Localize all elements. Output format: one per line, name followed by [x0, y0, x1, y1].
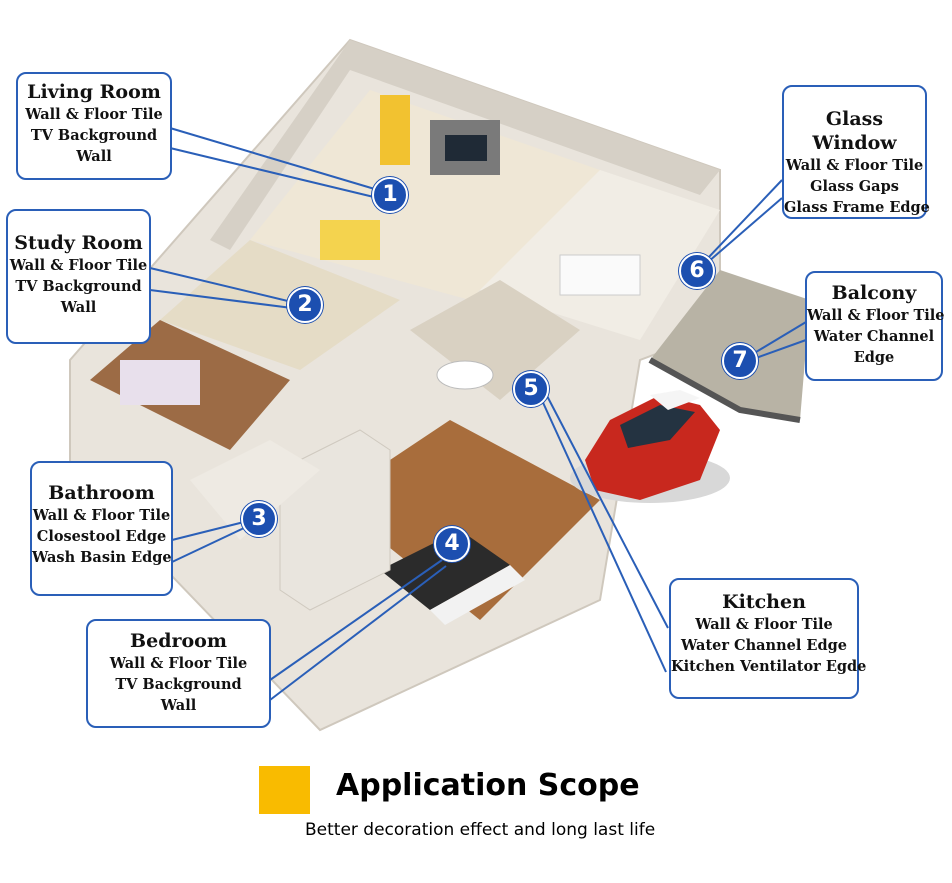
kids-bed [120, 360, 200, 405]
leader-lines [149, 127, 807, 701]
bedroom-bed [380, 530, 510, 610]
callout-line: Water Channel Edge [681, 637, 847, 654]
application-scope-subtitle: Better decoration effect and long last l… [305, 820, 656, 840]
tv [445, 135, 487, 161]
callout-title: Glass Window [812, 108, 897, 154]
callout-line: TV Background [115, 676, 242, 693]
bedroom-bed-sheet [430, 565, 525, 625]
application-scope-title: Application Scope [336, 768, 640, 803]
marker-1[interactable]: 1 [372, 177, 408, 213]
bathroom-floor [410, 280, 580, 400]
bathtub [436, 360, 494, 390]
callout-bathroom: Bathroom Wall & Floor Tile Closestool Ed… [30, 461, 173, 596]
callout-title: Study Room [14, 232, 143, 254]
callout-line: Wall [76, 148, 112, 165]
callout-line: Wall & Floor Tile [32, 507, 171, 524]
callout-glass-window: Glass Window Wall & Floor Tile Glass Gap… [782, 85, 930, 219]
callout-line: Wall & Floor Tile [785, 157, 924, 174]
study-room-floor [160, 240, 400, 370]
dining-table [559, 254, 641, 296]
callout-study-room: Study Room Wall & Floor Tile TV Backgrou… [6, 209, 151, 344]
callout-line: Glass Gaps [810, 178, 899, 195]
callout-line: Wall & Floor Tile [109, 655, 248, 672]
callout-living-room: Living Room Wall & Floor Tile TV Backgro… [16, 72, 172, 180]
marker-4[interactable]: 4 [434, 526, 470, 562]
callout-title: Bathroom [48, 482, 155, 504]
callout-line: Edge [853, 349, 895, 366]
yellow-shelf [380, 95, 410, 165]
marker-3[interactable]: 3 [241, 501, 277, 537]
callout-balcony: Balcony Wall & Floor Tile Water Channel … [805, 271, 945, 381]
marker-7[interactable]: 7 [722, 343, 758, 379]
callout-line: Water Channel [813, 328, 935, 345]
callout-kitchen: Kitchen Wall & Floor Tile Water Channel … [669, 578, 867, 699]
callout-line: TV Background [30, 127, 158, 144]
callout-line: Kitchen Ventilator Egde [671, 658, 867, 675]
callout-line: Wall [160, 697, 197, 714]
floor-plan-illustration [69, 38, 810, 732]
callout-line: Wall & Floor Tile [807, 307, 945, 324]
callout-bedroom: Bedroom Wall & Floor Tile TV Background … [86, 619, 271, 728]
callout-line: Wall & Floor Tile [695, 616, 833, 633]
callout-line: Glass Frame Edge [784, 199, 930, 216]
marker-6[interactable]: 6 [679, 253, 715, 289]
callout-title: Bedroom [130, 630, 227, 652]
outer-wall-back [210, 40, 720, 250]
balcony-railing [648, 357, 801, 423]
callout-line: Wall [60, 299, 97, 316]
bedroom-floor [330, 420, 600, 620]
marker-5[interactable]: 5 [513, 371, 549, 407]
small-bath-floor [190, 440, 320, 540]
callout-line: Wall & Floor Tile [9, 257, 148, 274]
legend-swatch [259, 766, 310, 814]
callout-line: Wall & Floor Tile [25, 106, 163, 123]
callout-line: TV Background [15, 278, 142, 295]
callout-title: Kitchen [722, 591, 806, 613]
marker-2[interactable]: 2 [287, 287, 323, 323]
callout-line: Wash Basin Edge [32, 549, 172, 566]
callout-title: Living Room [27, 81, 161, 103]
callout-title: Balcony [831, 282, 917, 304]
study-shelf [320, 220, 380, 260]
red-car [570, 390, 730, 503]
callout-line: Closestool Edge [36, 528, 167, 545]
